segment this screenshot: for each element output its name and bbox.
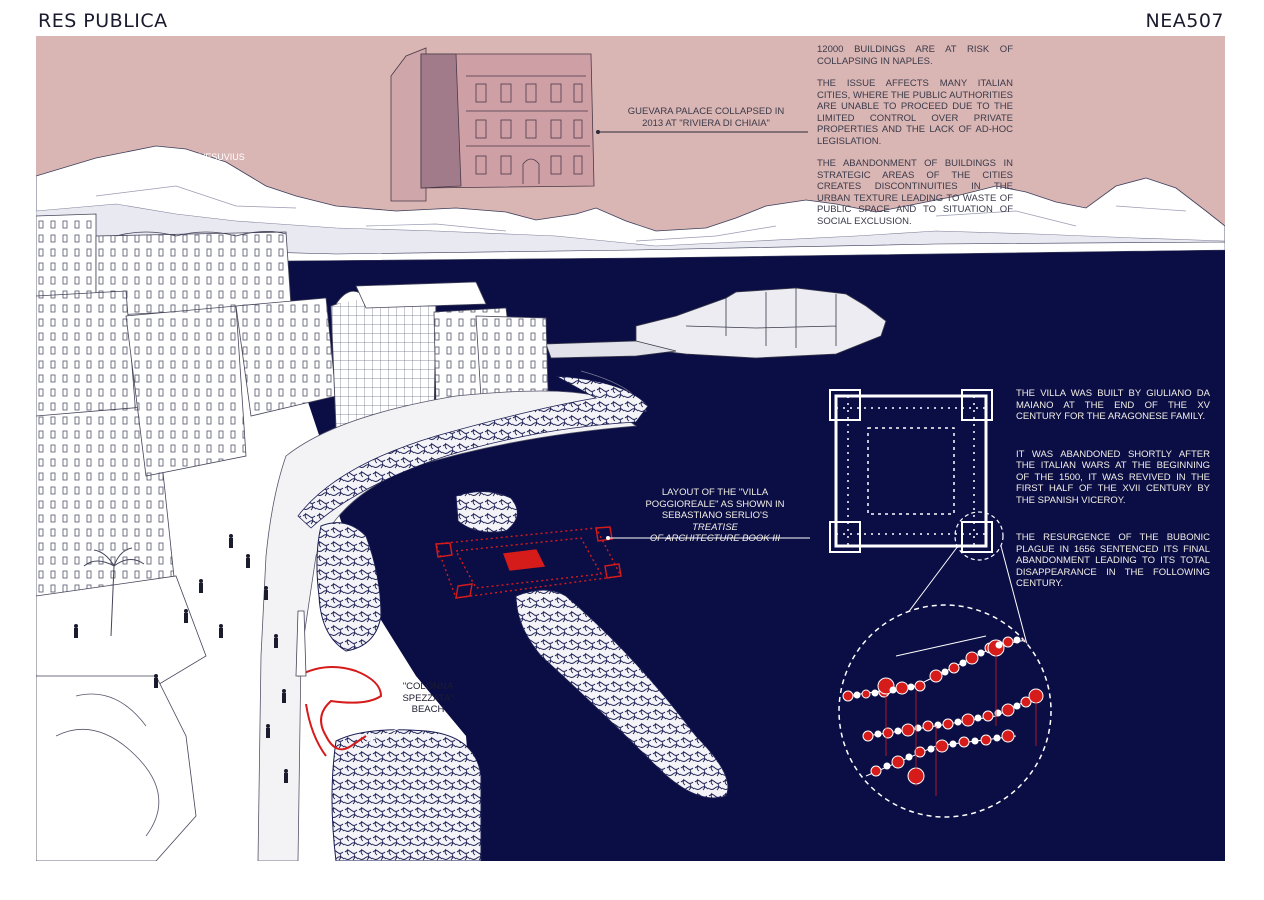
promenade: [257, 390, 638, 861]
villa-layout-line-1: LAYOUT OF THE "VILLA: [661, 487, 769, 498]
city-buildings: [36, 213, 549, 861]
rock-island-3: [515, 589, 729, 799]
beach-caption-line-1: "COLONNA: [402, 681, 454, 692]
risk-paragraph-2: THE ISSUE AFFECTS MANY ITALIAN CITIES, W…: [817, 78, 1013, 147]
villa-detail-marker: [954, 511, 1004, 561]
villa-poggioreale-red-layout: [435, 526, 623, 599]
guevara-caption-line-1: GUEVARA PALACE COLLAPSED IN: [627, 106, 785, 117]
villa-layout-line-3-italic: TREATISE: [692, 521, 738, 533]
zoom-circle: [838, 604, 1052, 818]
rock-island-2: [455, 491, 518, 533]
villa-history-paragraph-3: THE RESURGENCE OF THE BUBONIC PLAGUE IN …: [1016, 532, 1210, 589]
seawall-rocks: [297, 375, 649, 529]
colonna-spezzata-beach: [297, 666, 383, 757]
villa-plan-drawing: [829, 389, 993, 553]
vesuvius-label: VESUVIUS: [199, 152, 245, 162]
rock-island-1: [316, 522, 382, 652]
illustration-board: VESUVIUS GUEVARA PALACE COLLAPSED IN 201…: [36, 36, 1225, 861]
villa-history-paragraph-2: IT WAS ABANDONED SHORTLY AFTER THE ITALI…: [1016, 448, 1210, 506]
villa-layout-line-2: POGGIOREALE" AS SHOWN IN: [645, 498, 785, 510]
project-title: RES PUBLICA: [38, 10, 168, 32]
villa-layout-line-3: SEBASTIANO SERLIO'S: [661, 510, 769, 521]
colonnade-3d: [842, 633, 1047, 796]
risk-text-block: 12000 BUILDINGS ARE AT RISK OF COLLAPSIN…: [817, 44, 1013, 238]
guevara-caption-line-2: 2013 AT "RIVIERA DI CHIAIA": [642, 117, 770, 129]
beach-caption-line-2: SPEZZATA": [402, 692, 454, 704]
rock-island-4: [331, 729, 482, 861]
beach-caption-line-3: BEACH: [411, 704, 445, 715]
guevara-palace-drawing: [390, 47, 595, 202]
project-code: NEA507: [1145, 10, 1224, 32]
villa-history-paragraph-1: THE VILLA WAS BUILT BY GIULIANO DA MAIAN…: [1016, 388, 1210, 422]
villa-layout-caption: LAYOUT OF THE "VILLA POGGIOREALE" AS SHO…: [640, 487, 790, 545]
beach-leader: [365, 719, 421, 743]
villa-layout-line-4: OF ARCHITECTURE BOOK III: [649, 533, 781, 544]
risk-paragraph-1: 12000 BUILDINGS ARE AT RISK OF COLLAPSIN…: [817, 44, 1013, 67]
beach-caption: "COLONNA SPEZZATA" BEACH: [398, 681, 458, 716]
guevara-caption: GUEVARA PALACE COLLAPSED IN 2013 AT "RIV…: [616, 106, 796, 129]
castel-dell-ovo: [545, 287, 887, 359]
villa-history-block: THE VILLA WAS BUILT BY GIULIANO DA MAIAN…: [1016, 388, 1210, 601]
pedestrians: [74, 534, 288, 783]
risk-paragraph-3: THE ABANDONMENT OF BUILDINGS IN STRATEGI…: [817, 158, 1013, 227]
